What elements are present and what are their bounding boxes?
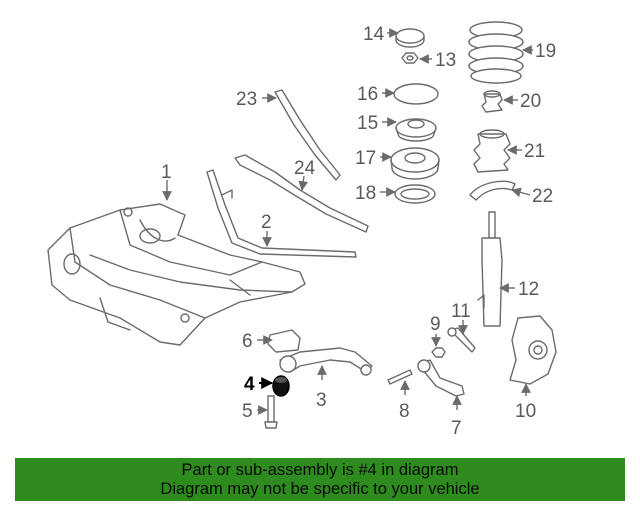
callout-3: 3 [316,390,327,411]
callout-20: 20 [520,91,541,112]
callout-17: 17 [355,148,376,169]
callout-18: 18 [355,183,376,204]
callout-14: 14 [363,24,385,45]
callout-13: 13 [435,50,456,71]
callout-15: 15 [357,113,378,134]
callout-labels: 1 2 3 4 5 6 7 8 9 10 11 12 13 14 15 16 1… [161,24,556,439]
callout-5: 5 [242,401,253,422]
callout-7: 7 [451,418,462,439]
callout-24: 24 [294,158,316,179]
parts-diagram: 1 2 3 4 5 6 7 8 9 10 11 12 13 14 15 16 1… [47,21,557,439]
callout-19: 19 [535,41,556,62]
callout-22: 22 [532,186,553,207]
bolt-8-part [387,369,413,385]
coil-spring-part [468,21,524,84]
bracket-6-part [267,329,301,353]
strut-bar-part [206,169,357,258]
callout-9: 9 [430,314,441,335]
info-banner: Part or sub-assembly is #4 in diagram Di… [15,458,625,501]
control-arm-3-part [279,347,373,376]
front-subframe-part [47,203,306,346]
upper-mount-part [395,118,437,142]
callout-12: 12 [518,279,539,300]
callout-2: 2 [261,212,272,233]
cap-part [395,28,425,48]
brace-24-part [234,154,369,233]
callout-16: 16 [357,84,378,105]
spring-seat-part [469,180,516,201]
callout-21: 21 [524,141,545,162]
bump-stop-part [481,90,503,113]
callout-6: 6 [242,331,253,352]
nut-part [401,52,419,64]
lower-arm-7-part [417,359,465,397]
callout-8: 8 [399,401,410,422]
nut-9-part [431,347,446,358]
strut-part [477,211,503,327]
banner-line-disclaimer: Diagram may not be specific to your vehi… [160,480,480,498]
tension-strut-part [274,89,341,181]
callout-10: 10 [515,401,536,422]
callout-23: 23 [236,89,257,110]
bolt-5-part [264,395,278,429]
bushing-4-part [272,375,290,397]
strut-bearing-part [390,147,440,180]
bolt-11-part [447,327,476,353]
callout-1: 1 [161,162,172,183]
dust-boot-part [473,129,511,173]
callout-4: 4 [244,374,255,395]
callout-11: 11 [451,301,471,322]
spring-pad-part [394,184,436,204]
gasket-part [393,83,439,105]
leader-lines [162,28,533,415]
banner-line-part-number: Part or sub-assembly is #4 in diagram [181,461,459,479]
steering-knuckle-part [509,315,557,385]
